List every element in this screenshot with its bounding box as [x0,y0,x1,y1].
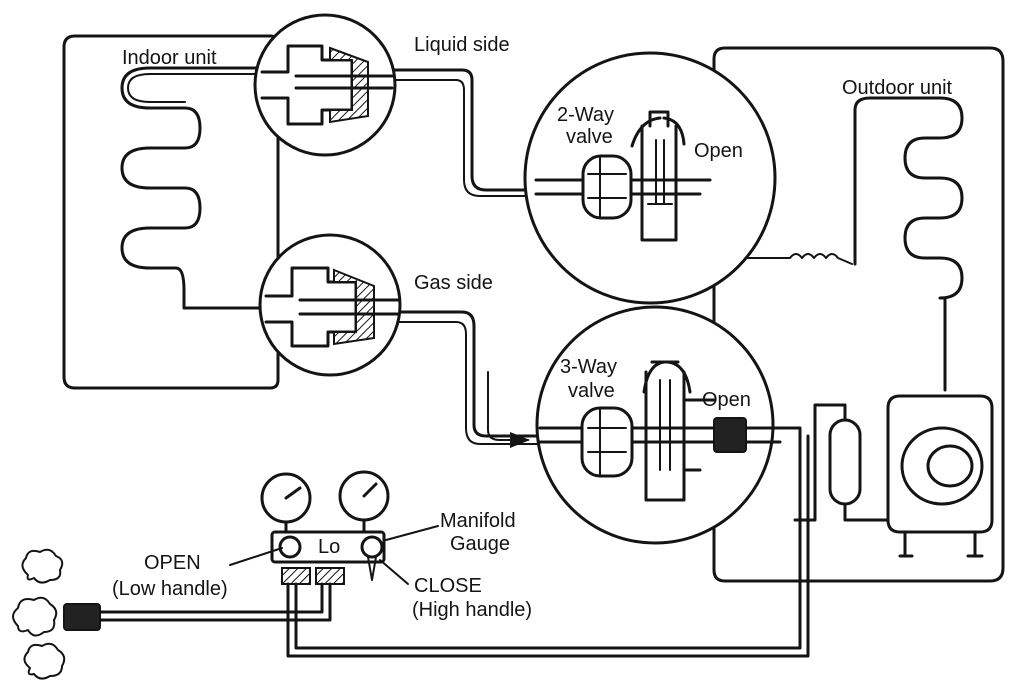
manifold-body [270,530,386,564]
indoor-unit-housing [62,34,280,390]
gas-line [384,310,592,438]
service-port [713,417,747,453]
high-port [315,567,345,585]
liquid-flare-pipe [294,74,394,90]
low-gauge-needle [284,486,302,500]
indoor-unit-label: Indoor unit [122,47,217,69]
liquid-flare-detail [253,13,397,157]
outdoor-unit-label: Outdoor unit [842,77,953,99]
two-way-valve-nut-ridges [587,155,627,219]
gauge-stems [284,518,366,534]
compressor-body [886,394,994,534]
three-way-valve-body [642,360,716,502]
high-gauge-needle [362,482,378,498]
compressor-feet [898,530,984,558]
three-way-valve-label-2: valve [568,380,615,402]
vapor-puff-1 [21,548,64,584]
low-port [281,567,311,585]
outdoor-unit-housing [712,46,1005,583]
two-way-valve-label-2: valve [566,126,613,148]
gas-flow-arrow [487,371,530,448]
gas-flare-pipe [298,298,400,316]
three-way-valve-nut [580,406,634,478]
two-way-valve-stem [647,139,673,205]
liquid-side-label: Liquid side [414,34,510,56]
hose-fitting [63,603,101,631]
accumulator [828,418,862,506]
gas-side-label: Gas side [414,272,493,294]
three-way-valve-detail [535,305,775,545]
two-way-valve-nut [581,154,633,220]
manifold-gauge-label-2: Gauge [450,533,511,555]
open-sub-label: (Low handle) [112,578,228,600]
gas-flare-hatch [333,268,375,346]
high-handle-tip [367,556,377,581]
charge-hose [286,426,810,658]
outdoor-coil [853,96,964,392]
open-leader [229,547,283,566]
manifold-gauge-label: Manifold [440,510,516,532]
close-leader [379,559,409,585]
vapor-puff-2 [12,596,58,637]
manifold-leader [385,525,439,541]
two-way-open-label: Open [694,140,743,162]
gas-flare-detail [258,233,402,377]
close-sub-label: (High handle) [412,599,533,621]
liquid-line [378,68,592,192]
three-way-open-label: Open [702,389,751,411]
three-way-valve-nut-ridges [587,407,627,477]
indoor-coil [120,66,272,310]
close-label: CLOSE [414,575,482,597]
lo-label: Lo [318,536,341,558]
liquid-line-inner [379,79,591,197]
vacuum-hose [98,582,332,622]
liquid-flare-hatch [329,46,369,124]
capillary-tube [699,253,853,265]
two-way-valve-label: 2-Way [557,104,615,126]
three-way-valve-label: 3-Way [560,356,618,378]
compressor-motor-inner [926,444,974,488]
indoor-coil-inner [127,73,263,103]
three-way-valve-stem [659,379,671,471]
gas-line-inner [385,321,591,445]
two-way-valve-body [630,110,686,242]
high-handle [360,535,384,559]
vapor-puff-3 [23,642,66,680]
open-label: OPEN [144,552,201,574]
two-way-valve-detail [523,51,777,305]
low-handle [278,535,302,559]
